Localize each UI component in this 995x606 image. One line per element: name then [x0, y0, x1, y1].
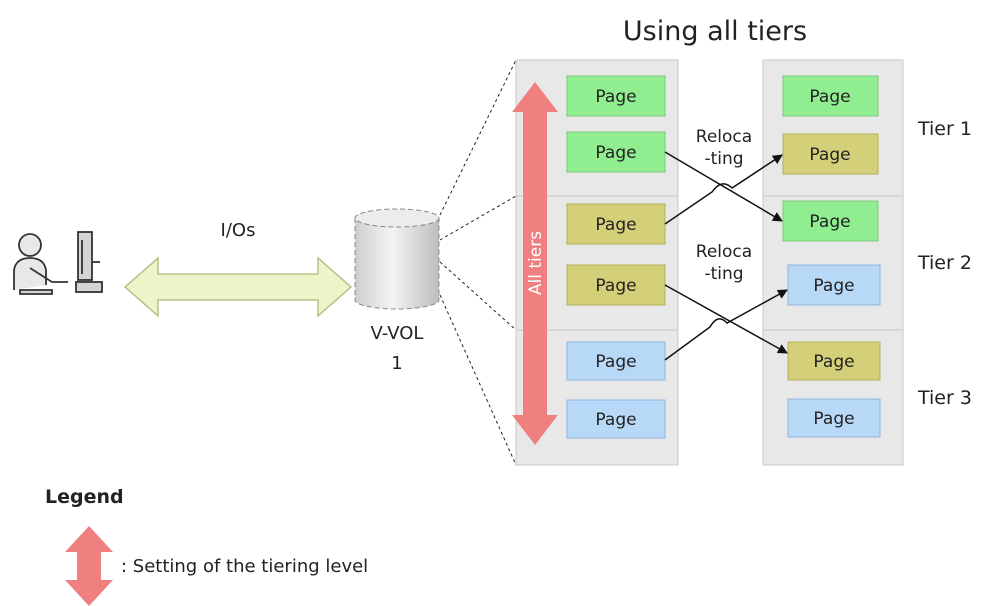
all-tiers-label: All tiers: [526, 231, 546, 295]
vvol-map-line: [439, 59, 517, 216]
relocation-arrow: [664, 151, 783, 222]
relocating-label: Reloca: [696, 242, 752, 262]
relocation-arrow: [664, 289, 788, 361]
svg-text:Page: Page: [809, 87, 850, 107]
vvol-cylinder-icon: [354, 208, 440, 310]
relocating-label: Reloca: [696, 127, 752, 147]
user-at-computer-icon: [13, 231, 103, 295]
tier-label: Tier 2: [917, 252, 972, 274]
vvol-map-line: [439, 261, 517, 331]
tier-label: Tier 1: [917, 118, 972, 140]
svg-text:Page: Page: [809, 145, 850, 165]
relocation-arrow: [664, 154, 783, 225]
vvol-label: V-VOL: [371, 323, 424, 344]
relocating-label: -ting: [704, 264, 743, 284]
tier-label: Tier 3: [917, 387, 972, 409]
bidirectional-io-arrow-icon: [123, 256, 353, 318]
tier-page: Page: [782, 75, 879, 117]
tier-page: Page: [787, 398, 881, 438]
source-page: Page: [566, 341, 666, 381]
relocating-label: -ting: [704, 149, 743, 169]
svg-text:Page: Page: [813, 352, 854, 372]
vvol-map-line: [439, 195, 517, 241]
source-page: Page: [566, 203, 666, 245]
vvol-number: 1: [391, 353, 402, 374]
diagram-title: Using all tiers: [623, 16, 807, 47]
svg-text:Page: Page: [595, 410, 636, 430]
svg-text:Page: Page: [813, 409, 854, 429]
legend-title: Legend: [45, 486, 124, 508]
vvol-map-line: [439, 294, 517, 466]
io-label: I/Os: [221, 220, 256, 241]
source-page: Page: [566, 399, 666, 439]
svg-text:Page: Page: [595, 352, 636, 372]
legend-tier-level-arrow-icon: [65, 526, 113, 606]
svg-text:Page: Page: [809, 212, 850, 232]
svg-text:Page: Page: [595, 143, 636, 163]
svg-text:Page: Page: [595, 215, 636, 235]
source-page: Page: [566, 75, 666, 117]
source-page: Page: [566, 264, 666, 306]
tier-page: Page: [782, 200, 879, 242]
svg-text:Page: Page: [595, 87, 636, 107]
tier-level-arrow-icon: [512, 82, 558, 445]
source-page: Page: [566, 131, 666, 173]
legend-item-label: : Setting of the tiering level: [121, 556, 368, 577]
relocation-arrow: [664, 284, 788, 354]
svg-text:Page: Page: [595, 276, 636, 296]
tier-pool-panel: [762, 59, 904, 466]
svg-text:Page: Page: [813, 276, 854, 296]
tier-page: Page: [787, 341, 881, 381]
tier-page: Page: [787, 264, 881, 306]
tier-page: Page: [782, 133, 879, 175]
